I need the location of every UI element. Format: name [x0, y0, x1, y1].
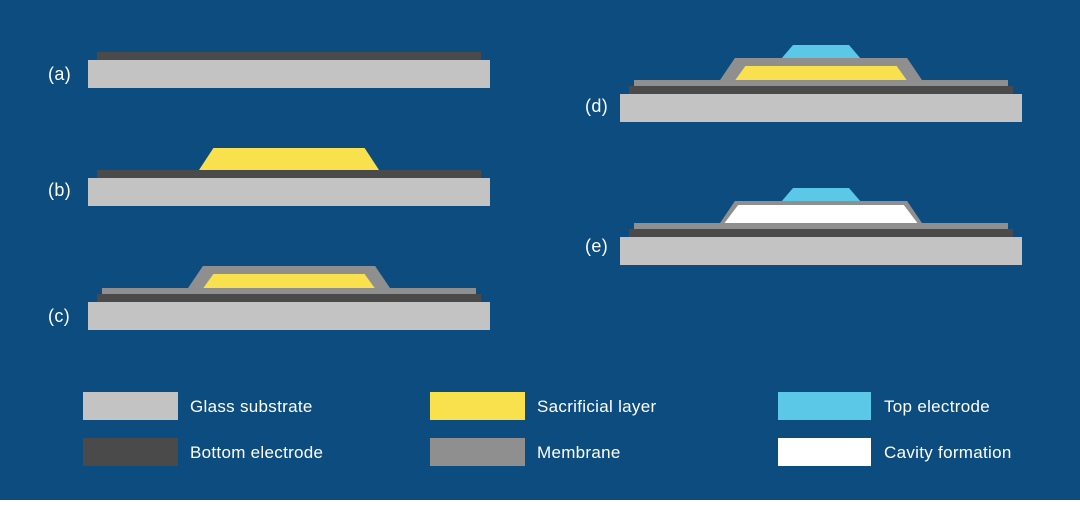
glass-substrate-layer — [88, 178, 490, 206]
top-electrode-layer — [781, 45, 861, 59]
glass-substrate-layer — [620, 237, 1022, 265]
legend-swatch-glass-substrate — [83, 392, 178, 420]
glass-substrate-layer — [88, 302, 490, 330]
legend-label-membrane: Membrane — [537, 443, 621, 462]
legend-swatch-cavity-formation — [778, 438, 871, 466]
step-c-cross-section — [88, 266, 490, 330]
legend-swatch-sacrificial-layer — [430, 392, 525, 420]
legend-label-cavity-formation: Cavity formation — [884, 443, 1012, 462]
step-b-cross-section — [88, 148, 490, 206]
bottom-electrode-layer — [97, 170, 481, 178]
legend-label-bottom-electrode: Bottom electrode — [190, 443, 324, 462]
legend-swatch-bottom-electrode — [83, 438, 178, 466]
step-label-b: (b) — [48, 180, 72, 200]
glass-substrate-layer — [88, 60, 490, 88]
legend-label-top-electrode: Top electrode — [884, 397, 990, 416]
bottom-electrode-layer — [629, 229, 1013, 237]
bottom-border — [0, 500, 1080, 506]
top-electrode-layer — [781, 188, 861, 202]
sacrificial-layer — [199, 148, 379, 170]
legend-swatch-membrane — [430, 438, 525, 466]
bottom-electrode-layer — [97, 294, 481, 302]
legend-label-glass-substrate: Glass substrate — [190, 397, 313, 416]
membrane-layer — [102, 288, 476, 294]
membrane-layer — [634, 223, 1008, 229]
legend-label-sacrificial-layer: Sacrificial layer — [537, 397, 657, 416]
glass-substrate-layer — [620, 94, 1022, 122]
step-label-c: (c) — [48, 306, 71, 326]
bottom-electrode-layer — [97, 52, 481, 60]
step-label-a: (a) — [48, 64, 72, 84]
step-label-e: (e) — [585, 236, 609, 256]
step-d-cross-section — [620, 45, 1022, 122]
step-e-cross-section — [620, 188, 1022, 265]
step-a-cross-section — [88, 52, 490, 88]
membrane-layer — [634, 80, 1008, 86]
legend-swatch-top-electrode — [778, 392, 871, 420]
bottom-electrode-layer — [629, 86, 1013, 94]
step-label-d: (d) — [585, 96, 609, 116]
